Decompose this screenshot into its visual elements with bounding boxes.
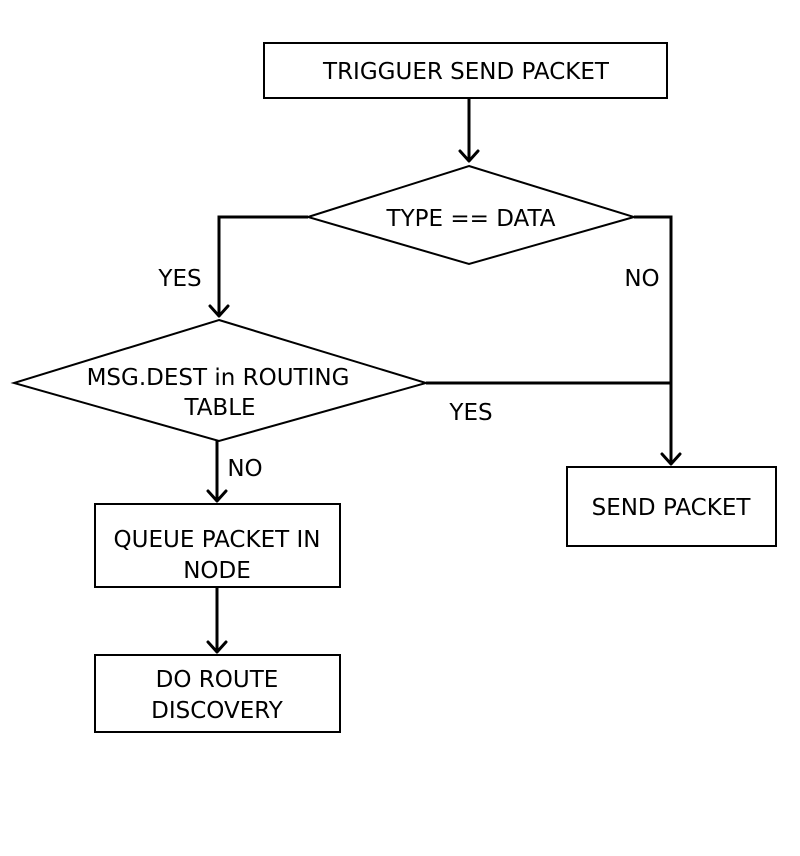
edge-type-no-to-send bbox=[634, 215, 673, 464]
route-discovery-label-line1: DO ROUTE bbox=[156, 667, 279, 693]
queue-label-line2: NODE bbox=[183, 558, 251, 584]
trigger-label: TRIGGUER SEND PACKET bbox=[322, 59, 610, 85]
route-discovery-box bbox=[94, 654, 341, 733]
arrowhead-send bbox=[660, 452, 682, 466]
arrowhead-queue bbox=[206, 489, 228, 503]
route-discovery-label-line2: DISCOVERY bbox=[151, 698, 284, 724]
send-box bbox=[566, 466, 777, 547]
dest-check-label-line1: MSG.DEST in ROUTING bbox=[87, 365, 350, 391]
dest-yes-label: YES bbox=[448, 400, 492, 426]
node-send: SEND PACKET bbox=[566, 466, 777, 547]
arrowhead-dest-check bbox=[208, 304, 230, 318]
edges bbox=[206, 98, 682, 654]
node-dest-check: MSG.DEST in ROUTING TABLE bbox=[10, 318, 430, 443]
edge-type-yes-to-dest-check bbox=[217, 215, 308, 316]
node-type-check: TYPE == DATA bbox=[304, 164, 638, 266]
queue-label-line1: QUEUE PACKET IN bbox=[114, 527, 321, 553]
arrowhead-type-check bbox=[458, 149, 480, 163]
node-route-discovery: DO ROUTE DISCOVERY bbox=[94, 654, 341, 733]
trigger-box bbox=[263, 42, 668, 99]
node-queue: QUEUE PACKET IN NODE bbox=[94, 503, 341, 588]
send-label: SEND PACKET bbox=[592, 495, 752, 521]
type-yes-label: YES bbox=[157, 266, 201, 292]
dest-check-label-line2: TABLE bbox=[183, 395, 255, 421]
node-trigger: TRIGGUER SEND PACKET bbox=[263, 42, 668, 99]
type-no-label: NO bbox=[624, 266, 659, 292]
type-check-label: TYPE == DATA bbox=[386, 206, 556, 232]
edge-labels: YES NO YES NO bbox=[157, 266, 659, 482]
dest-no-label: NO bbox=[227, 456, 262, 482]
type-check-diamond bbox=[304, 164, 638, 266]
queue-box bbox=[94, 503, 341, 588]
arrowhead-route-discovery bbox=[206, 640, 228, 654]
dest-check-diamond bbox=[10, 318, 430, 443]
